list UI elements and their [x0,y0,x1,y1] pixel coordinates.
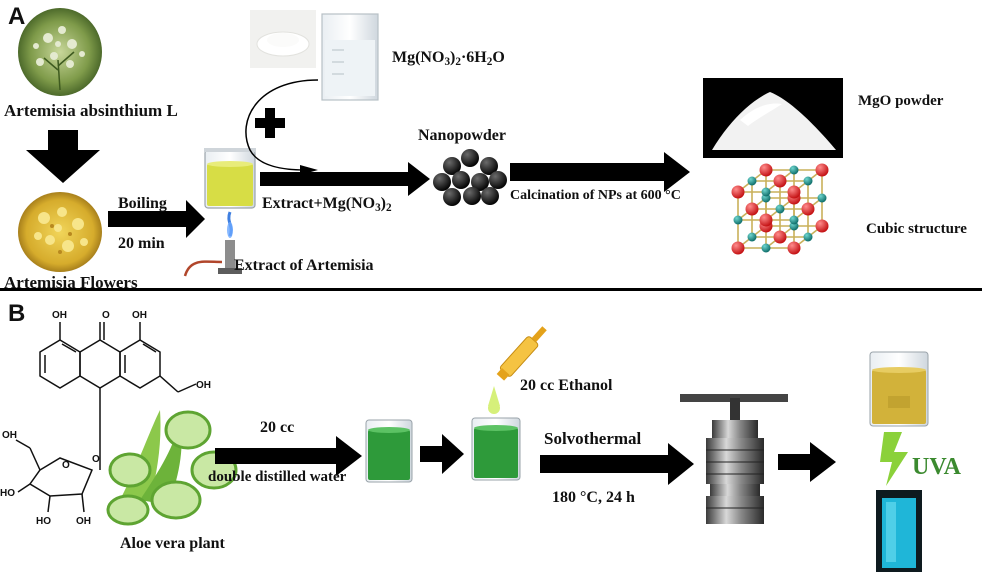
fluorescent-cuvette-icon [876,490,922,572]
green-beaker-2-icon [471,417,521,481]
uva-label: UVA [912,454,961,480]
nanopowder-cluster-icon [433,149,507,206]
svg-text:O: O [102,310,110,321]
solvothermal-label: Solvothermal [544,429,642,448]
o-atom [817,193,827,203]
final-arrow-icon [778,442,836,482]
panel-divider [0,288,982,291]
aloe-vera-image [106,410,238,526]
green-beaker-1-icon [365,419,413,483]
chemical-atom-labels: OH O OH OH OH HO HO OH O O [0,310,211,527]
distilled-water-label: double distilled water [208,469,347,485]
mg-atom [773,174,787,188]
autoclave-icon [680,394,788,524]
mg-atom [731,241,745,255]
o-atom [803,176,813,186]
o-atom [761,243,771,253]
boiling-label: Boiling [118,195,167,212]
svg-text:OH: OH [76,516,91,527]
panel-a-label: A [8,3,26,30]
curved-arrow-icon [245,79,319,171]
cubic-structure-diagram [731,163,829,255]
short-arrow-icon [420,434,464,474]
artemisia-plant-image [18,8,102,96]
o-atom [775,204,785,214]
carbon-dots-beaker-icon [869,351,929,427]
svg-text:OH: OH [52,310,67,321]
plus-icon [255,108,285,138]
boiling-arrow-icon [108,200,205,238]
calcination-arrow-icon [510,152,690,192]
o-atom [747,232,757,242]
beaker-extract-icon [204,148,256,209]
o-atom [789,215,799,225]
o-atom [761,187,771,197]
o-atom [789,165,799,175]
magnesium-nitrate-powder-image [250,10,316,68]
panel-b-label: B [8,300,26,327]
svg-text:OH: OH [2,430,17,441]
water-volume-label: 20 cc [260,419,295,436]
reaction-conditions-label: 180 °C, 24 h [552,489,635,506]
svg-text:O: O [92,454,100,465]
uva-lightning-icon [880,432,908,486]
svg-text:HO: HO [36,516,51,527]
mixture-label: Extract+Mg(NO3)2 [262,195,392,214]
aloe-vera-label: Aloe vera plant [120,535,225,552]
mgo-powder-image [703,78,843,158]
artemisia-flowers-image [18,192,102,272]
mg-atom [815,219,829,233]
mg-atom [745,202,759,216]
extract-label: Extract of Artemisia [234,257,374,274]
chemical-structure-diagram [15,322,197,513]
o-atom [733,215,743,225]
mg-atom [787,185,801,199]
mg-atom [759,213,773,227]
ethanol-dropper-icon [488,326,547,414]
solvothermal-arrow-icon [540,443,694,485]
extract-mix-arrow-icon [260,162,430,196]
svg-text:OH: OH [196,380,211,391]
svg-text:HO: HO [0,488,15,499]
down-arrow-icon [26,130,100,183]
mg-atom [731,185,745,199]
svg-text:OH: OH [132,310,147,321]
mgo-powder-label: MgO powder [858,93,944,109]
mg-atom [787,241,801,255]
bunsen-burner-icon [183,211,242,277]
magnesium-nitrate-beaker-image [321,13,379,101]
o-atom [803,232,813,242]
ethanol-label: 20 cc Ethanol [520,377,613,394]
o-atom [747,176,757,186]
boiling-time-label: 20 min [118,235,165,252]
plant-name-label: Artemisia absinthium L [4,101,178,120]
nanopowder-label: Nanopowder [418,127,507,144]
cubic-structure-label: Cubic structure [866,221,967,237]
mg-atom [801,202,815,216]
water-addition-arrow-icon [215,436,362,476]
precursor-label: Mg(NO3)2·6H2O [392,49,505,68]
svg-text:O: O [62,460,70,471]
mg-atom [759,163,773,177]
flowers-label: Artemisia Flowers [4,273,138,292]
mg-atom [773,230,787,244]
calcination-label: Calcination of NPs at 600 °C [510,188,681,203]
mg-atom [815,163,829,177]
